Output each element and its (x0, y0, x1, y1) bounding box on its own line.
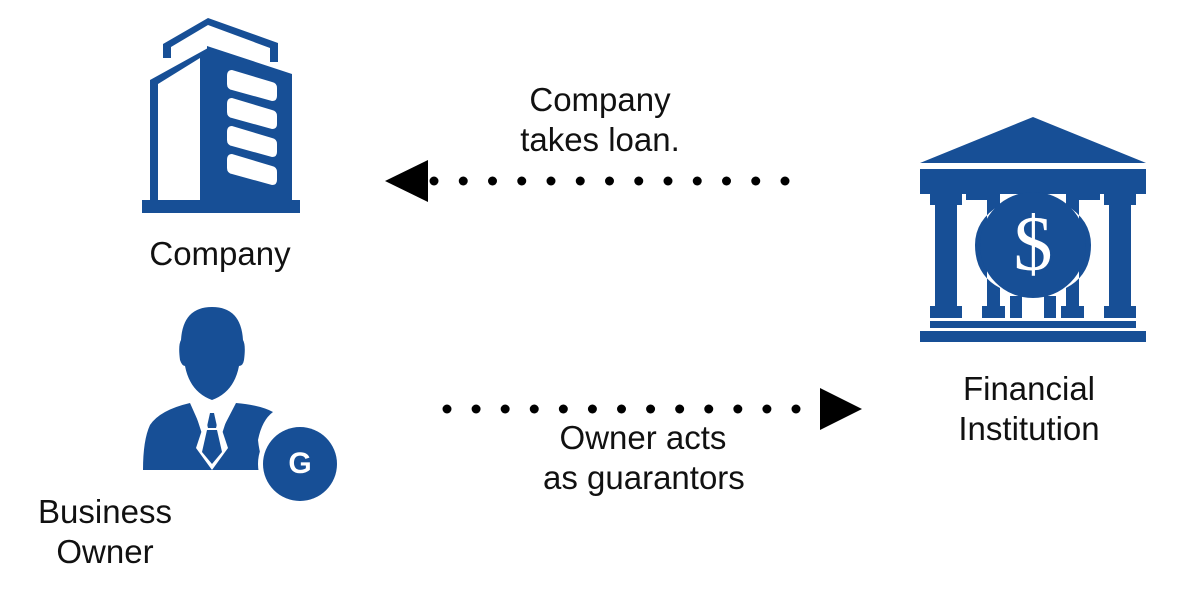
arrow-dot (442, 404, 452, 414)
guarantee-arrow-label-line1: Owner acts (559, 419, 727, 456)
arrow-dot (722, 176, 731, 186)
arrow-dot (471, 404, 481, 414)
arrow-dot (429, 176, 439, 186)
loan-arrow-label: Company takes loan. (500, 80, 700, 160)
business-owner-label: Business Owner (5, 492, 205, 572)
business-owner-label-line2: Owner (56, 533, 154, 570)
arrow-dot (488, 176, 497, 186)
arrow-dot (704, 404, 714, 414)
arrow-dot (529, 404, 539, 414)
loan-arrow-label-line2: takes loan. (520, 121, 680, 158)
company-label: Company (149, 235, 291, 272)
left-arrowhead-icon (385, 160, 428, 202)
arrow-dot (733, 404, 743, 414)
arrow-dot (663, 176, 673, 186)
arrow-dot (546, 176, 556, 186)
loan-arrow-label-line1: Company (529, 81, 671, 118)
arrow-dot (692, 176, 702, 186)
arrow-dot (791, 404, 801, 414)
financial-institution-label: Financial Institution (929, 369, 1129, 449)
arrow-dot (762, 404, 772, 414)
arrow-dot (517, 176, 527, 186)
guarantee-arrow-label-line2: as guarantors (543, 459, 745, 496)
arrow-dot (780, 176, 790, 186)
arrow-dot (751, 176, 761, 186)
dollar-sign-icon: $ (1013, 200, 1053, 287)
arrow-dot (458, 176, 468, 186)
arrow-dot (558, 404, 568, 414)
right-arrowhead-icon (820, 388, 862, 430)
arrow-dot (634, 176, 644, 186)
arrow-dot (500, 404, 510, 414)
arrow-dot (575, 176, 585, 186)
arrow-dot (675, 404, 685, 414)
guarantor-badge-letter: G (288, 447, 312, 480)
guarantee-arrow-label: Owner acts as guarantors (543, 418, 745, 498)
arrow-dot (646, 404, 656, 414)
financial-institution-label-line1: Financial (962, 370, 1096, 407)
arrow-dot (617, 404, 626, 414)
arrow-dot (605, 176, 614, 186)
business-owner-label-line1: Business (38, 493, 172, 530)
arrow-dot (587, 404, 597, 414)
financial-institution-label-line2: Institution (958, 410, 1100, 447)
